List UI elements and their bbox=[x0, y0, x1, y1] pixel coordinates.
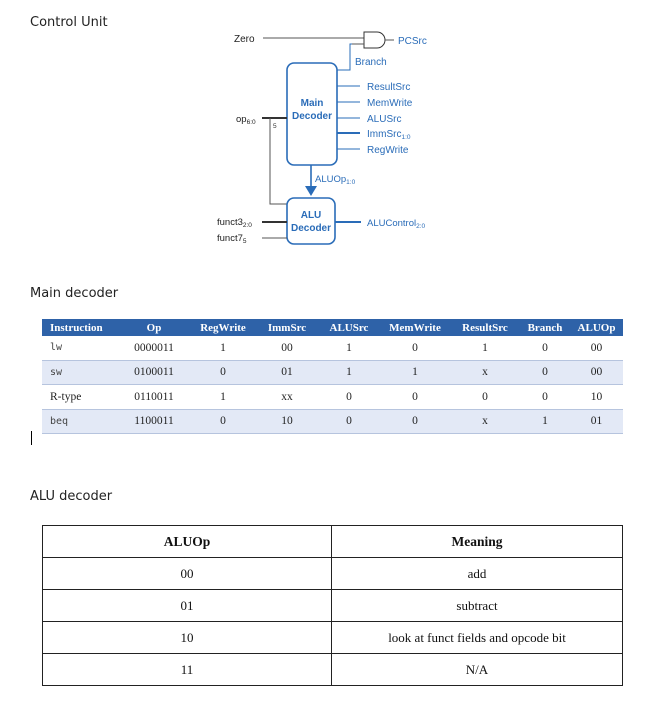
table-cell: 11 bbox=[42, 653, 332, 686]
table-cell: 1 bbox=[318, 336, 380, 361]
table-row: R-type 0110011 1 xx 0 0 0 0 10 bbox=[42, 384, 623, 410]
aluop-arrowhead bbox=[305, 186, 317, 196]
header-memwrite: MemWrite bbox=[380, 319, 450, 336]
branch-label: Branch bbox=[355, 57, 387, 68]
and-gate bbox=[363, 31, 386, 49]
alu-table-header-row: ALUOp Meaning bbox=[42, 525, 623, 558]
immsrc-label: ImmSrc1:0 bbox=[367, 129, 411, 141]
table-cell: N/A bbox=[331, 653, 623, 686]
table-cell: subtract bbox=[331, 589, 623, 622]
control-unit-heading: Control Unit bbox=[30, 15, 108, 30]
table-cell: 1 bbox=[318, 360, 380, 385]
header-aluop: ALUOp bbox=[570, 319, 623, 336]
table-cell: 0 bbox=[318, 384, 380, 410]
table-cell: 1 bbox=[450, 336, 520, 361]
table-cell: 0 bbox=[520, 360, 570, 385]
table-cell: 1 bbox=[190, 336, 256, 361]
alu-decoder-box bbox=[286, 197, 336, 245]
main-table-header-row: Instruction Op RegWrite ImmSrc ALUSrc Me… bbox=[42, 319, 623, 336]
header-alusrc: ALUSrc bbox=[318, 319, 380, 336]
control-unit-diagram: Zero PCSrc Branch Main Decoder ResultSrc… bbox=[217, 31, 427, 245]
aluop-label: ALUOp1:0 bbox=[315, 174, 356, 186]
branch-wire bbox=[337, 43, 352, 71]
alucontrol-label: ALUControl2:0 bbox=[367, 218, 426, 230]
table-cell: 1100011 bbox=[118, 409, 190, 434]
table-cell: 10 bbox=[42, 621, 332, 654]
table-cell: 0000011 bbox=[118, 336, 190, 361]
main-decoder-label-2: Decoder bbox=[292, 111, 332, 122]
table-cell: 1 bbox=[520, 409, 570, 434]
header-aluop: ALUOp bbox=[42, 525, 332, 558]
header-instruction: Instruction bbox=[42, 319, 118, 336]
table-row: 10 look at funct fields and opcode bit bbox=[42, 621, 623, 654]
table-cell: 01 bbox=[42, 589, 332, 622]
table-cell: 00 bbox=[570, 360, 623, 385]
alu-decoder-label-1: ALU bbox=[301, 210, 322, 221]
table-cell: sw bbox=[42, 360, 118, 385]
alu-decoder-heading: ALU decoder bbox=[30, 489, 113, 504]
memwrite-label: MemWrite bbox=[367, 98, 413, 109]
header-branch: Branch bbox=[520, 319, 570, 336]
table-row: 11 N/A bbox=[42, 653, 623, 686]
main-decoder-label-1: Main bbox=[301, 98, 324, 109]
table-row: sw 0100011 0 01 1 1 x 0 00 bbox=[42, 360, 623, 385]
regwrite-label: RegWrite bbox=[367, 145, 409, 156]
table-cell: x bbox=[450, 409, 520, 434]
table-cell: 0 bbox=[190, 360, 256, 385]
header-op: Op bbox=[118, 319, 190, 336]
table-cell: 0 bbox=[520, 384, 570, 410]
table-row: 00 add bbox=[42, 557, 623, 590]
table-cell: 0 bbox=[318, 409, 380, 434]
alu-decoder-table: ALUOp Meaning 00 add 01 subtract 10 look… bbox=[42, 525, 623, 686]
table-cell: 1 bbox=[380, 360, 450, 385]
header-regwrite: RegWrite bbox=[190, 319, 256, 336]
table-cell: 0110011 bbox=[118, 384, 190, 410]
alusrc-label: ALUSrc bbox=[367, 114, 401, 125]
table-cell: x bbox=[450, 360, 520, 385]
table-cell: 10 bbox=[570, 384, 623, 410]
funct3-label: funct32:0 bbox=[217, 217, 252, 229]
table-cell: 0 bbox=[380, 336, 450, 361]
header-immsrc: ImmSrc bbox=[256, 319, 318, 336]
table-row: 01 subtract bbox=[42, 589, 623, 622]
table-cell: 0 bbox=[380, 409, 450, 434]
table-cell: 1 bbox=[190, 384, 256, 410]
table-cell: add bbox=[331, 557, 623, 590]
alu-decoder-label-2: Decoder bbox=[291, 223, 331, 234]
table-cell: 00 bbox=[42, 557, 332, 590]
bus-width-label: 5 bbox=[273, 123, 277, 130]
table-cell: xx bbox=[256, 384, 318, 410]
main-decoder-table: Instruction Op RegWrite ImmSrc ALUSrc Me… bbox=[42, 319, 623, 434]
table-cell: lw bbox=[42, 336, 118, 361]
text-cursor bbox=[31, 431, 32, 445]
table-cell: 0 bbox=[520, 336, 570, 361]
table-cell: 0100011 bbox=[118, 360, 190, 385]
header-resultsrc: ResultSrc bbox=[450, 319, 520, 336]
table-cell: 0 bbox=[190, 409, 256, 434]
table-cell: R-type bbox=[42, 384, 118, 410]
table-row: beq 1100011 0 10 0 0 x 1 01 bbox=[42, 409, 623, 434]
resultsrc-label: ResultSrc bbox=[367, 82, 410, 93]
table-cell: 00 bbox=[570, 336, 623, 361]
main-decoder-box bbox=[286, 62, 338, 166]
op-to-alu-wire bbox=[269, 118, 287, 205]
table-row: lw 0000011 1 00 1 0 1 0 00 bbox=[42, 336, 623, 361]
table-cell: 00 bbox=[256, 336, 318, 361]
header-meaning: Meaning bbox=[331, 525, 623, 558]
zero-label: Zero bbox=[234, 34, 255, 45]
table-cell: 01 bbox=[256, 360, 318, 385]
table-cell: 0 bbox=[450, 384, 520, 410]
table-cell: 0 bbox=[380, 384, 450, 410]
table-cell: look at funct fields and opcode bit bbox=[331, 621, 623, 654]
table-cell: 01 bbox=[570, 409, 623, 434]
funct7-label: funct75 bbox=[217, 233, 247, 245]
table-cell: 10 bbox=[256, 409, 318, 434]
main-decoder-heading: Main decoder bbox=[30, 286, 119, 301]
op-label: op6:0 bbox=[236, 114, 256, 126]
pcsrc-label: PCSrc bbox=[398, 36, 427, 47]
table-cell: beq bbox=[42, 409, 118, 434]
